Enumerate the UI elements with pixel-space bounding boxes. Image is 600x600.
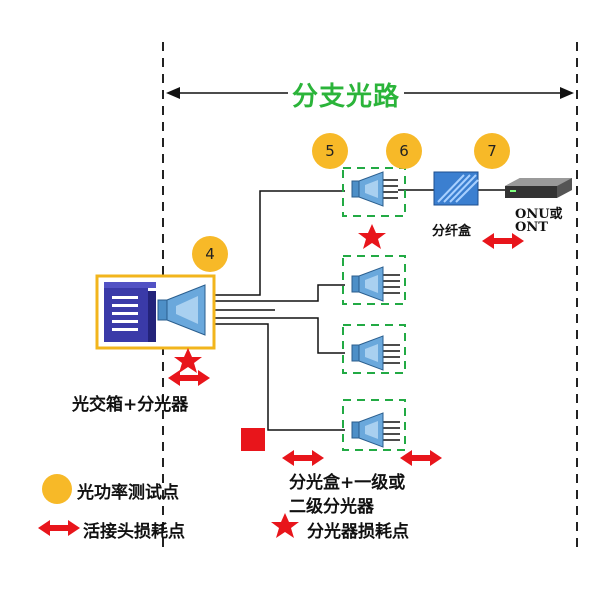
legend-connector-loss: 活接头损耗点 [83, 522, 185, 542]
splitter-loss-star-1 [358, 224, 386, 249]
onu-label-line1: ONU或 [515, 207, 563, 222]
splitter-loss-star-legend [271, 513, 299, 538]
test-point-7: 7 [474, 133, 510, 169]
box-splitter-label-line2: 二级分光器 [289, 497, 374, 517]
fiber-box-label: 分纤盒 [432, 224, 472, 239]
fiber-box-icon [433, 171, 479, 206]
splitter-box-3 [342, 324, 406, 374]
connector-arrow-box-right [400, 450, 442, 466]
cabinet-splitter-label: 光交箱+分光器 [72, 395, 189, 415]
connector-arrow-onu [482, 233, 524, 249]
box-splitter-icon-1 [351, 171, 384, 207]
span-arrow-right-head [560, 87, 574, 99]
splitter-box-1 [342, 167, 406, 217]
legend-test-point-circle [42, 474, 72, 504]
test-point-6: 6 [386, 133, 422, 169]
splitter-box-4 [342, 399, 406, 451]
box-splitter-icon-2 [351, 266, 384, 302]
legend-splitter-loss: 分光器损耗点 [307, 522, 409, 542]
box-splitter-label-line1: 分光盒+一级或 [289, 473, 406, 493]
box-splitter-icon-3 [351, 335, 384, 371]
legend-power-test-point: 光功率测试点 [77, 483, 179, 503]
connector-arrow-box-left [282, 450, 324, 466]
onu-label-line2: ONT [515, 220, 548, 235]
splitter-loss-star-2 [174, 348, 202, 373]
span-arrow-left-head [166, 87, 180, 99]
test-point-square [241, 428, 265, 451]
splitter-box-group [342, 167, 406, 451]
connector-loss-arrows [38, 233, 524, 536]
connector-arrow-cabinet [168, 370, 210, 386]
page-title: 分支光路 [288, 76, 405, 113]
box-splitter-icon-4 [351, 412, 384, 448]
splitter-loss-stars [174, 224, 386, 538]
onu-device-icon [505, 178, 572, 198]
cabinet-icon [104, 282, 156, 342]
cabinet-splitter-icon [157, 284, 206, 336]
connector-arrow-legend [38, 520, 80, 536]
test-point-5: 5 [312, 133, 348, 169]
fiber-lines [205, 179, 505, 441]
test-point-4: 4 [192, 236, 228, 272]
splitter-box-2 [342, 255, 406, 305]
